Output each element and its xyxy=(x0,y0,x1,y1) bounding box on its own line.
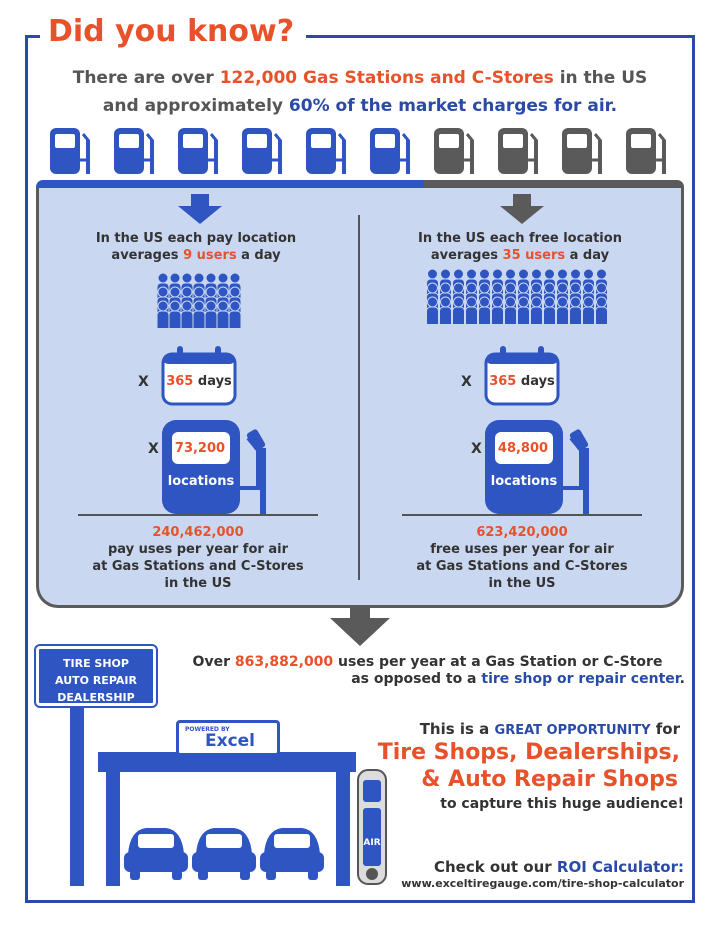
arrow-down-icon xyxy=(178,194,222,224)
page-title: Did you know? xyxy=(40,14,307,49)
multiply-sign: X xyxy=(471,441,482,457)
cta-intro: This is a GREAT OPPORTUNITY for xyxy=(419,720,680,738)
pay-location-heading: In the US each pay location averages 9 u… xyxy=(95,231,297,263)
days-value: 365 days xyxy=(166,374,232,389)
free-locations-count: 48,800 xyxy=(497,441,549,456)
locations-label: locations xyxy=(167,474,235,489)
gas-pump-icon xyxy=(112,126,160,180)
pay-locations-count: 73,200 xyxy=(174,441,226,456)
shop-sign: TIRE SHOP AUTO REPAIR DEALERSHIP xyxy=(34,644,158,708)
equals-line xyxy=(402,514,642,516)
gas-pump-icon xyxy=(496,126,544,180)
column-divider xyxy=(358,215,360,580)
free-uses-total: 623,420,000 free uses per year for air a… xyxy=(416,525,628,591)
multiply-sign: X xyxy=(138,374,149,390)
gas-pump-icon xyxy=(432,126,480,180)
multiply-sign: X xyxy=(461,374,472,390)
pay-uses-total: 240,462,000 pay uses per year for air at… xyxy=(92,525,304,591)
repair-shop-illustration xyxy=(70,706,356,886)
roi-calculator-link[interactable]: www.exceltiregauge.com/tire-shop-calcula… xyxy=(401,877,684,890)
intro-line-1: There are over 122,000 Gas Stations and … xyxy=(72,68,648,88)
cta-headline-2: & Auto Repair Shops xyxy=(421,767,678,792)
people-group-icon xyxy=(424,268,610,328)
gas-pump-icon xyxy=(624,126,672,180)
people-group-icon xyxy=(155,272,243,332)
comparison-panel xyxy=(36,188,684,608)
multiply-sign: X xyxy=(148,441,159,457)
gas-pump-icon xyxy=(162,420,266,514)
locations-label: locations xyxy=(490,474,558,489)
excel-logo: POWERED BY Excel xyxy=(176,720,280,756)
cta-headline-1: Tire Shops, Dealerships, xyxy=(377,740,680,765)
gas-pump-icon xyxy=(240,126,288,180)
air-machine-icon xyxy=(357,769,387,885)
cta-subtext: to capture this huge audience! xyxy=(440,796,684,812)
days-value: 365 days xyxy=(489,374,555,389)
summary-line-2: as opposed to a tire shop or repair cent… xyxy=(351,671,685,687)
equals-line xyxy=(78,514,318,516)
gas-pump-icon xyxy=(560,126,608,180)
gas-pump-icon xyxy=(48,126,96,180)
gas-pump-icon xyxy=(304,126,352,180)
infographic-frame xyxy=(25,35,695,903)
calendar-icon xyxy=(484,346,560,406)
calendar-icon xyxy=(161,346,237,406)
free-location-heading: In the US each free location averages 35… xyxy=(418,231,622,263)
summary-line-1: Over 863,882,000 uses per year at a Gas … xyxy=(192,654,663,670)
roi-calculator-line: Check out our ROI Calculator: xyxy=(433,858,684,876)
gas-pump-icon xyxy=(485,420,589,514)
arrow-down-icon xyxy=(330,606,390,646)
gas-pump-icon xyxy=(176,126,224,180)
air-machine-label: AIR xyxy=(363,838,381,848)
intro-line-2: and approximately 60% of the market char… xyxy=(102,96,618,116)
arrow-down-icon xyxy=(500,194,544,224)
gas-pump-icon xyxy=(368,126,416,180)
